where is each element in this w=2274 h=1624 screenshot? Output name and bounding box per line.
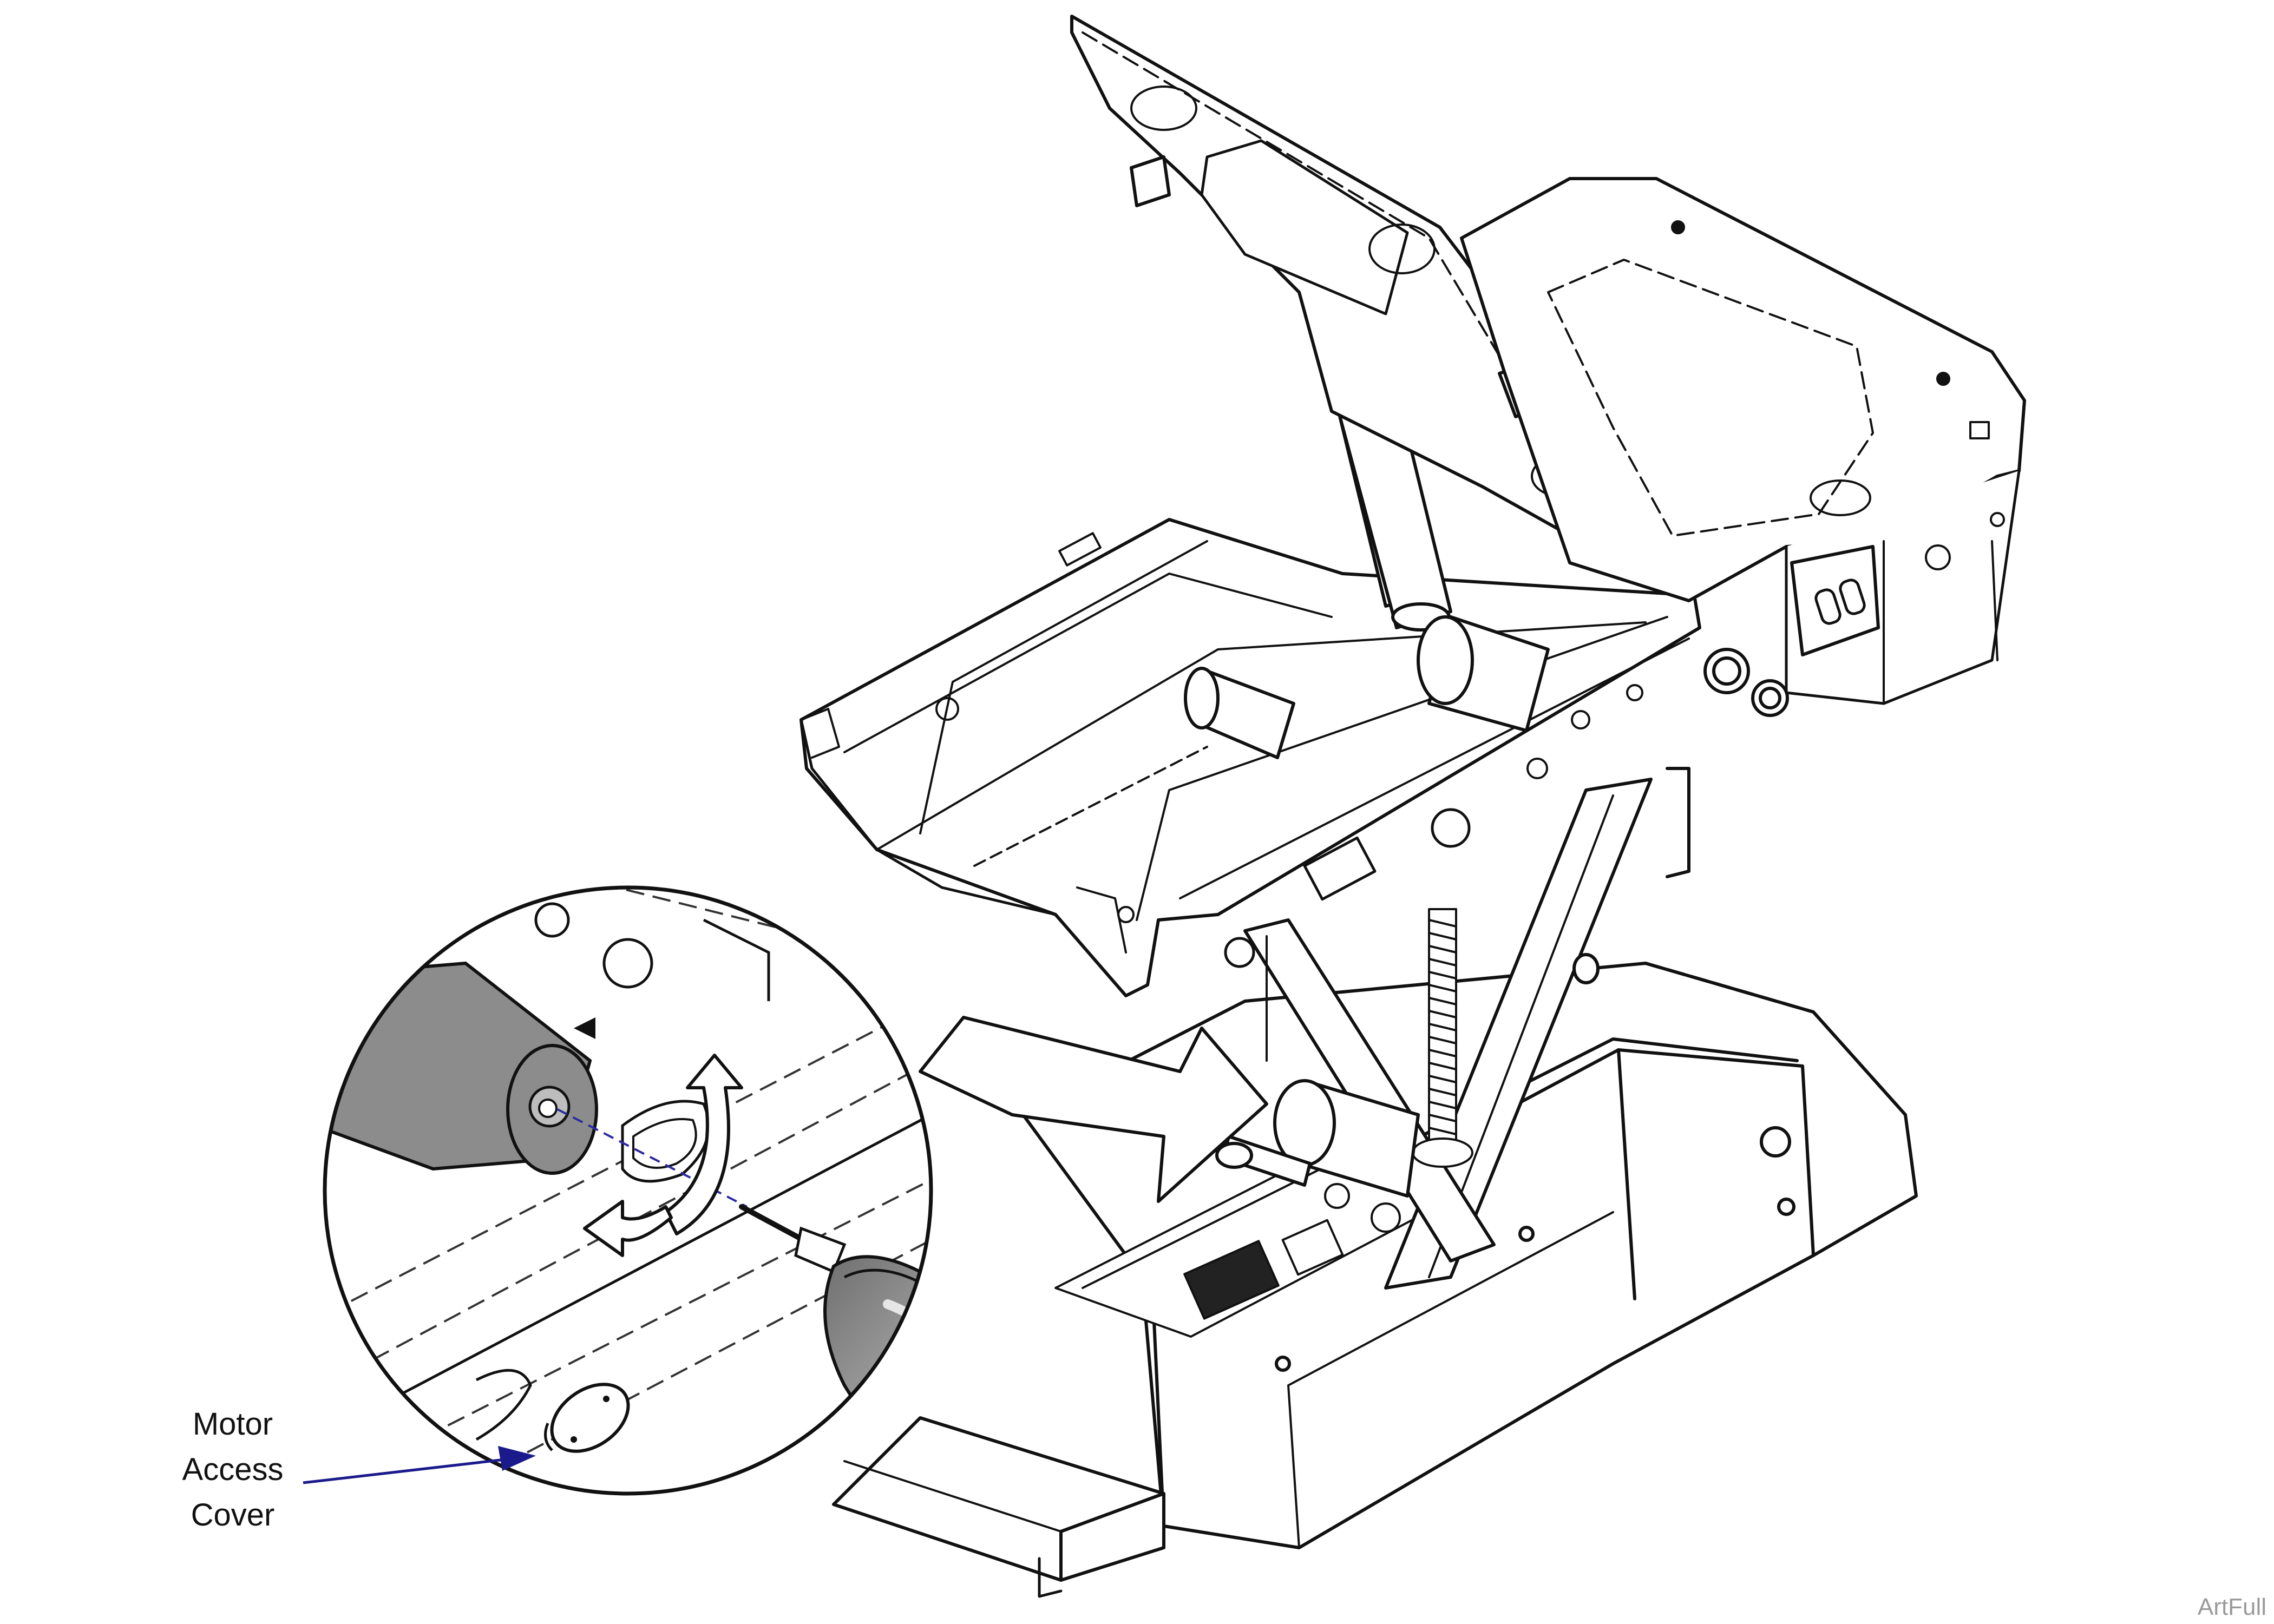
motor-access-cover-label: Motor Access Cover	[141, 1402, 325, 1538]
artfull-watermark: ArtFull	[2197, 1594, 2266, 1620]
curved-double-arrow-icon	[583, 1054, 743, 1257]
callout-line-1: Motor	[192, 1406, 273, 1442]
backrest-motor	[1184, 615, 1550, 759]
seat-top	[1460, 177, 2026, 705]
side-knobs	[1703, 648, 1789, 717]
callout-line-3: Cover	[191, 1497, 275, 1533]
foot-extension	[832, 1416, 1165, 1598]
lift-motor	[1215, 1079, 1420, 1198]
power-outlet	[1790, 545, 1880, 656]
lift-screw	[1412, 908, 1473, 1168]
detail-pointer	[919, 1016, 1268, 1203]
chair-assembly	[799, 15, 2026, 1598]
arrow-right-icon	[303, 1446, 536, 1484]
motor-access-cover-part	[544, 1383, 630, 1453]
callout-line-2: Access	[182, 1452, 284, 1487]
detail-circle-outline	[323, 885, 933, 1496]
